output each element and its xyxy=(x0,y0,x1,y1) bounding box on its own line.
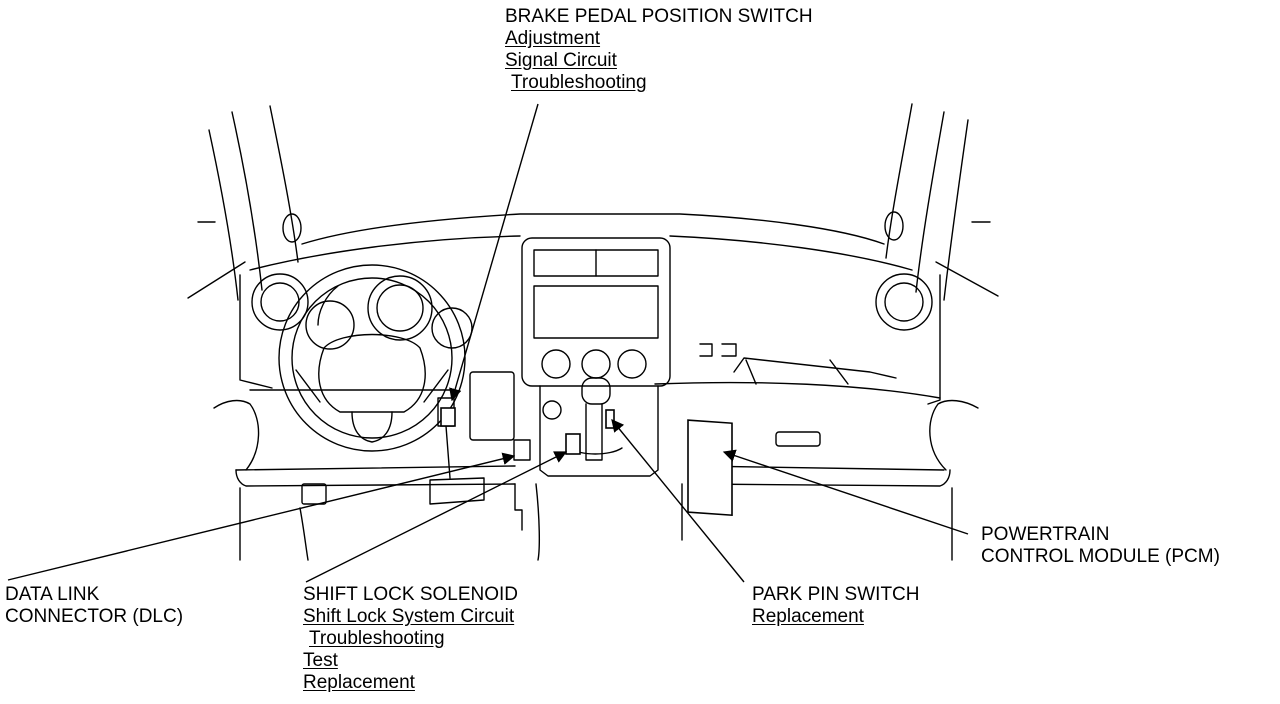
link-brake-signal-circuit[interactable]: Signal Circuit xyxy=(505,50,617,71)
pcm-unit xyxy=(687,419,733,517)
callout-shift-lock-solenoid: SHIFT LOCK SOLENOID Shift Lock System Ci… xyxy=(303,584,518,694)
callout-park-pin-switch: PARK PIN SWITCH Replacement xyxy=(752,584,920,628)
callout-brake-pedal-switch: BRAKE PEDAL POSITION SWITCH Adjustment S… xyxy=(505,6,813,94)
right-a-pillar xyxy=(884,103,999,301)
leader-brake-switch xyxy=(449,103,539,402)
park-pin-title: PARK PIN SWITCH xyxy=(752,584,920,605)
under-dash-components xyxy=(299,371,541,561)
brake-switch-title: BRAKE PEDAL POSITION SWITCH xyxy=(505,6,813,27)
callout-pcm: POWERTRAIN CONTROL MODULE (PCM) xyxy=(981,524,1220,568)
leader-dlc xyxy=(7,452,516,581)
link-shift-lock-circuit[interactable]: Shift Lock System Circuit xyxy=(303,606,515,627)
leader-park-pin xyxy=(611,419,745,583)
glove-box xyxy=(699,343,897,447)
left-air-vent xyxy=(251,273,309,331)
brake-switch-unit xyxy=(440,407,456,427)
link-brake-troubleshooting[interactable]: Troubleshooting xyxy=(511,72,647,93)
link-shift-lock-troubleshooting[interactable]: Troubleshooting xyxy=(309,628,445,649)
leader-pcm xyxy=(722,449,969,535)
shift-lock-solenoid-unit xyxy=(565,433,581,455)
left-a-pillar xyxy=(187,105,302,301)
link-shift-lock-test[interactable]: Test xyxy=(303,650,338,671)
dlc-title-line1: DATA LINK xyxy=(5,584,100,605)
dlc-title-line2: CONNECTOR (DLC) xyxy=(5,606,184,627)
callout-dlc: DATA LINK CONNECTOR (DLC) xyxy=(5,584,183,628)
link-shift-lock-replacement[interactable]: Replacement xyxy=(303,672,415,693)
park-pin-switch-unit xyxy=(605,409,615,429)
link-brake-adjustment[interactable]: Adjustment xyxy=(505,28,601,49)
pcm-title-line2: CONTROL MODULE (PCM) xyxy=(981,546,1220,567)
center-console xyxy=(514,237,683,541)
right-air-vent xyxy=(875,273,933,331)
steering-wheel xyxy=(278,264,473,452)
leader-shift-lock xyxy=(305,451,568,583)
shift-lock-title: SHIFT LOCK SOLENOID xyxy=(303,584,519,605)
pcm-title-line1: POWERTRAIN xyxy=(981,524,1110,545)
link-park-pin-replacement[interactable]: Replacement xyxy=(752,606,864,627)
